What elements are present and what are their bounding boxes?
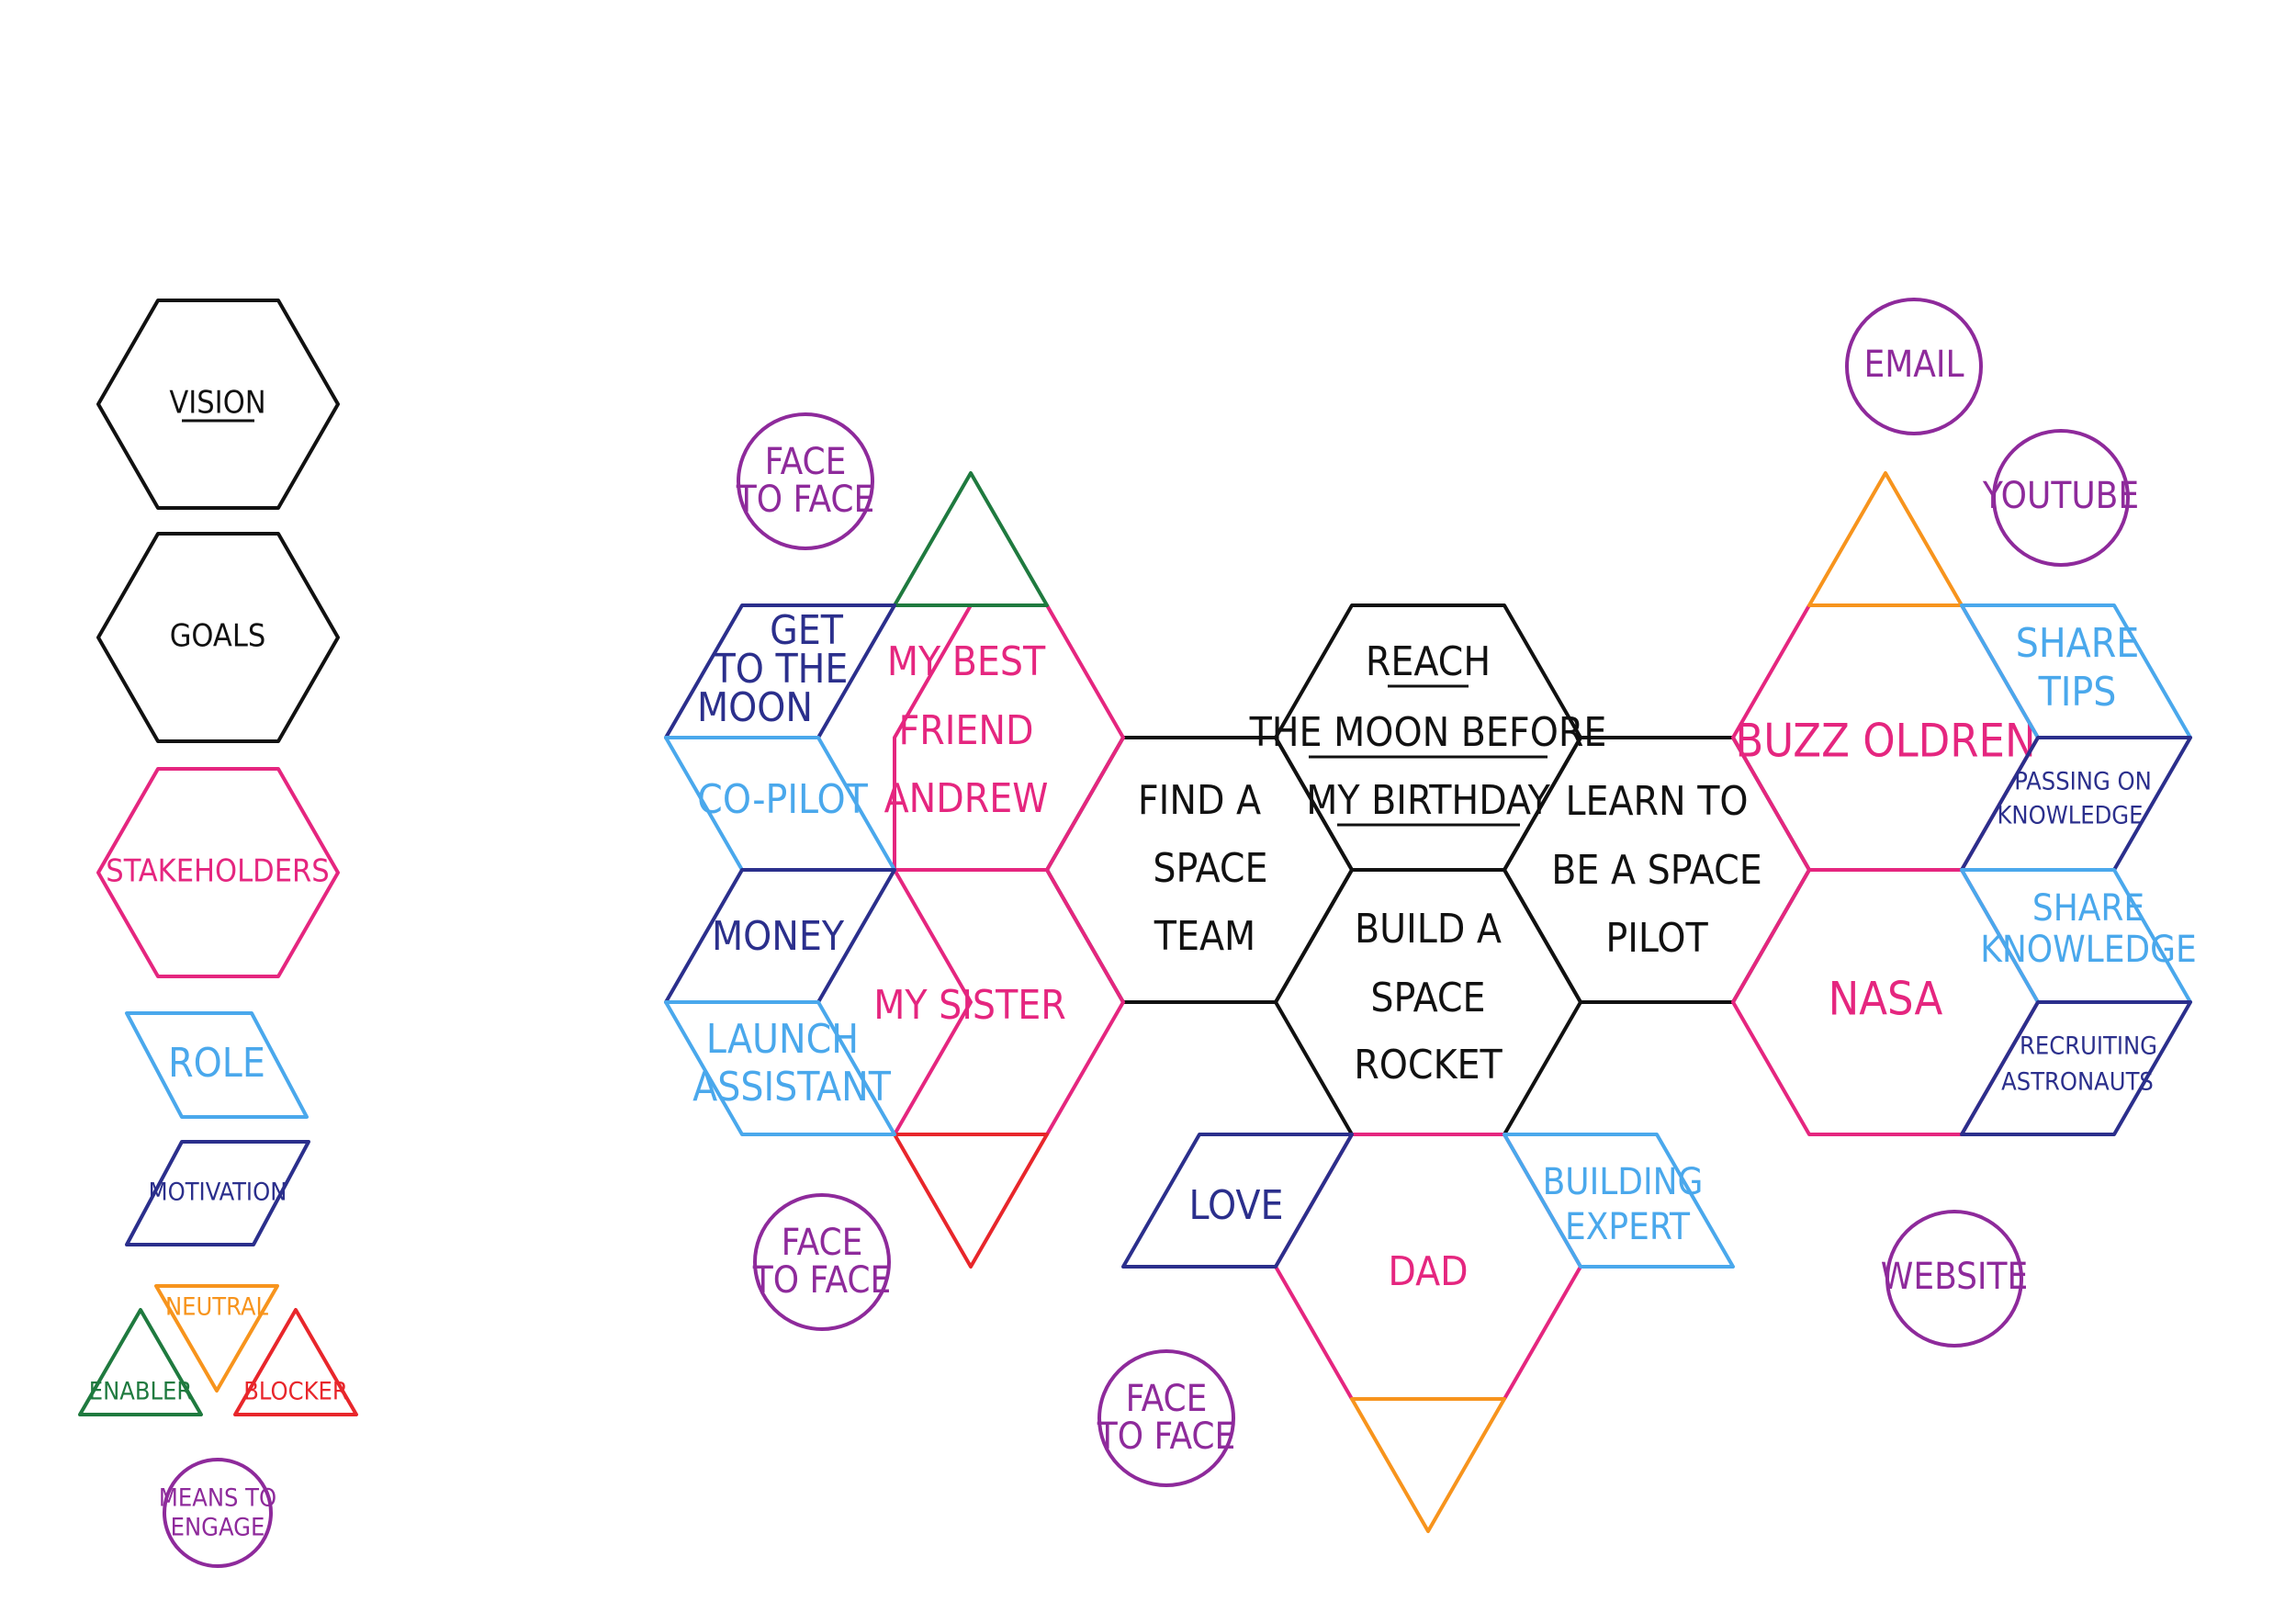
goal-build-rocket-line3: ROCKET: [1354, 1042, 1503, 1088]
bottom-cluster: DAD LOVE BUILDING EXPERT FACE TO FACE: [1097, 1133, 1735, 1533]
motivation-get-to-moon-line3: MOON: [697, 684, 813, 731]
motivation-money-label: MONEY: [712, 913, 845, 960]
stakeholder-andrew-line1: MY BEST: [887, 638, 1046, 685]
legend-goals-hexagon: [96, 532, 340, 743]
engage-email-label: EMAIL: [1863, 344, 1964, 386]
sister-blocker-triangle: [893, 1133, 1049, 1269]
engage-andrew-circle: [737, 412, 874, 550]
stakeholder-andrew-line2: FRIEND: [898, 707, 1033, 754]
role-launch-assistant-parallelogram: [664, 1000, 896, 1136]
legend-role-parallelogram: [125, 1011, 309, 1119]
motivation-recruiting-parallelogram: [1960, 1000, 2192, 1136]
engage-website-circle: [1885, 1210, 2023, 1348]
legend-enabler-triangle: [78, 1308, 203, 1416]
legend: VISION GOALS STAKEHOLDERS ROLE MOTIVATIO…: [78, 299, 358, 1568]
motivation-recruiting-line2: ASTRONAUTS: [2001, 1068, 2154, 1097]
engage-dad-line1: FACE: [1126, 1378, 1208, 1420]
role-share-knowledge-line2: KNOWLEDGE: [1980, 929, 2197, 971]
legend-means-to-engage-line1: MEANS TO: [159, 1484, 276, 1513]
legend-goals-label: GOALS: [170, 618, 266, 655]
dad-neutral-triangle: [1350, 1397, 1506, 1533]
legend-vision-label: VISION: [169, 385, 265, 422]
stakeholder-nasa-label: NASA: [1829, 973, 1943, 1026]
engage-sister-line1: FACE: [782, 1222, 863, 1264]
legend-neutral-label: NEUTRAL: [165, 1293, 269, 1322]
role-share-tips-line2: TIPS: [2038, 669, 2117, 716]
vision-line1: REACH: [1366, 638, 1491, 685]
motivation-passing-on-line2: KNOWLEDGE: [1998, 802, 2144, 830]
legend-stakeholders-hexagon: [96, 767, 340, 978]
engage-youtube-circle: [1992, 429, 2130, 567]
engage-andrew-line1: FACE: [765, 441, 847, 483]
engage-dad-circle: [1097, 1349, 1235, 1487]
legend-role-label: ROLE: [168, 1040, 265, 1087]
engage-sister-circle: [753, 1193, 891, 1331]
right-cluster: BUZZ OLDREN NASA SHARE TIPS PASSING ON K…: [1731, 298, 2197, 1348]
vision-line3: MY BIRTHDAY: [1306, 777, 1550, 824]
motivation-get-to-moon-line2: TO THE: [713, 646, 849, 693]
motivation-love-parallelogram: [1121, 1133, 1354, 1269]
role-share-tips-line1: SHARE: [2016, 620, 2140, 667]
engage-andrew-line2: TO FACE: [736, 479, 875, 521]
buzz-neutral-triangle: [1807, 471, 1964, 607]
stakeholder-andrew-line3: ANDREW: [884, 775, 1049, 822]
goal-find-space-team-line1: FIND A: [1138, 777, 1261, 824]
motivation-recruiting-line1: RECRUITING: [2020, 1032, 2157, 1061]
legend-means-to-engage-circle: [163, 1458, 273, 1568]
role-launch-assistant-line2: ASSISTANT: [692, 1064, 892, 1111]
goal-find-space-team-line3: TEAM: [1154, 913, 1255, 960]
andrew-enabler-triangle: [893, 471, 1049, 607]
legend-vision-hexagon: [96, 299, 340, 510]
role-building-expert-line2: EXPERT: [1565, 1206, 1691, 1248]
motivation-get-to-moon-line1: GET: [770, 607, 844, 654]
goal-learn-pilot-line1: LEARN TO: [1565, 778, 1748, 825]
goal-learn-pilot-line3: PILOT: [1605, 915, 1708, 962]
vision-and-goals: REACH THE MOON BEFORE MY BIRTHDAY FIND A…: [1045, 603, 1811, 1136]
role-building-expert-parallelogram: [1503, 1133, 1735, 1269]
goal-find-space-team-line2: SPACE: [1153, 845, 1267, 892]
engage-website-label: WEBSITE: [1881, 1256, 2028, 1298]
legend-blocker-triangle: [233, 1308, 358, 1416]
role-building-expert-line1: BUILDING: [1543, 1161, 1704, 1203]
engage-sister-line2: TO FACE: [752, 1259, 892, 1302]
legend-motivation-label: MOTIVATION: [149, 1179, 287, 1207]
goal-build-rocket-line2: SPACE: [1370, 975, 1485, 1021]
left-cluster: MY BEST FRIEND ANDREW MY SISTER GET TO T…: [664, 412, 1125, 1331]
stakeholder-dad-label: DAD: [1388, 1248, 1468, 1295]
engage-youtube-label: YOUTUBE: [1982, 475, 2139, 517]
stakeholder-buzz-label: BUZZ OLDREN: [1735, 715, 2035, 768]
vision-line2: THE MOON BEFORE: [1249, 709, 1607, 756]
legend-enabler-label: ENABLER: [89, 1378, 193, 1406]
legend-means-to-engage-line2: ENGAGE: [171, 1514, 265, 1542]
stakeholder-sister-label: MY SISTER: [873, 982, 1066, 1029]
engage-dad-line2: TO FACE: [1097, 1415, 1236, 1458]
role-share-knowledge-line1: SHARE: [2032, 887, 2144, 930]
motivation-love-label: LOVE: [1189, 1182, 1284, 1229]
goal-build-rocket-line1: BUILD A: [1355, 906, 1502, 953]
role-launch-assistant-line1: LAUNCH: [706, 1016, 859, 1063]
legend-motivation-parallelogram: [125, 1140, 310, 1246]
legend-blocker-label: BLOCKER: [243, 1378, 348, 1406]
goal-learn-pilot-line2: BE A SPACE: [1551, 847, 1762, 894]
motivation-passing-on-line1: PASSING ON: [2014, 768, 2152, 796]
legend-neutral-triangle: [154, 1284, 279, 1393]
engage-email-circle: [1845, 298, 1983, 435]
role-copilot-label: CO-PILOT: [697, 776, 868, 823]
legend-stakeholders-label: STAKEHOLDERS: [106, 853, 329, 890]
